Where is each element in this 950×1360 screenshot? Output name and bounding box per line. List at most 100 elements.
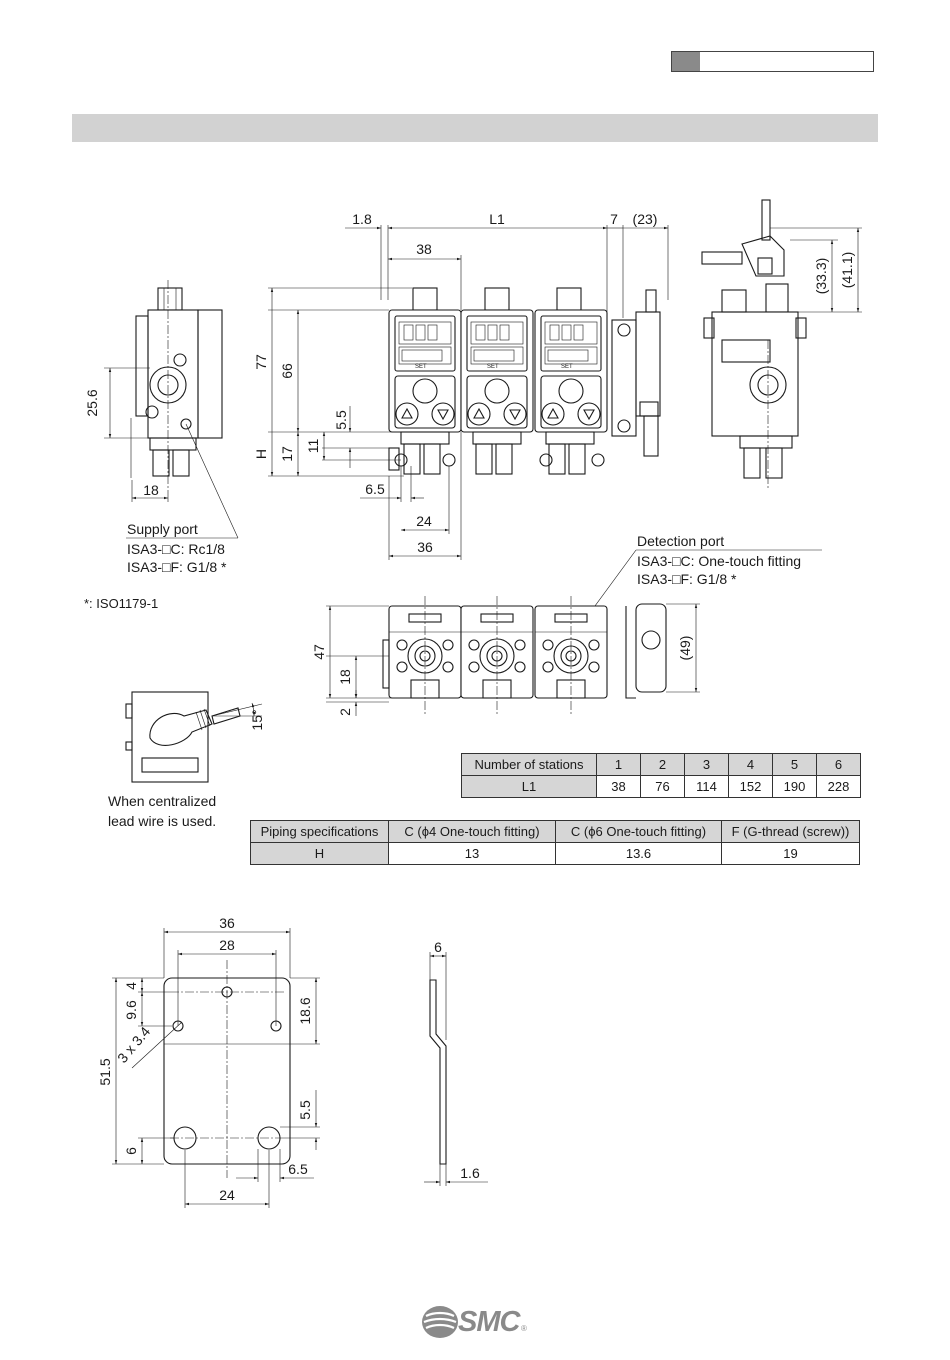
logo-registered-mark: ® [521,1324,527,1333]
table-header-cell: F (G-thread (screw)) [721,820,860,843]
table-cell: 228 [816,775,861,798]
left-view-dimensions: 25.6 18 [84,367,239,539]
dim-7: 7 [610,211,618,227]
table-header-cell: C (ϕ4 One-touch fitting) [388,820,556,843]
dim-4: 4 [123,982,139,990]
section-title-band [72,114,878,142]
right-side-view [701,199,807,490]
dim-24-bracket: 24 [219,1187,235,1203]
table-header-cell: 3 [684,753,729,776]
table-header-cell: Number of stations [461,753,597,776]
dim-51-5: 51.5 [97,1058,113,1085]
piping-table: Piping specifications C (ϕ4 One-touch fi… [250,820,860,865]
dim-side-6: 6 [434,939,442,955]
table-header-cell: 4 [728,753,773,776]
dim-47: 47 [311,644,327,660]
table-row: Number of stations 1 2 3 4 5 6 [461,753,861,776]
dim-18-left: 18 [143,482,159,498]
panel-set-3: SET [561,364,573,370]
table-cell: 19 [721,842,860,865]
dim-36-bracket: 36 [219,915,235,931]
dim-66: 66 [279,363,295,379]
dim-side-1-6: 1.6 [460,1165,480,1181]
dim-23: (23) [633,211,658,227]
header-tag [671,51,874,72]
dim-25-6: 25.6 [84,389,100,416]
table-cell: 152 [728,775,773,798]
dim-77: 77 [253,354,269,370]
table-row: Piping specifications C (ϕ4 One-touch fi… [250,820,860,843]
bottom-view [382,596,667,716]
panel-set-2: SET [487,364,499,370]
dim-6-5-bracket: 6.5 [288,1161,308,1177]
table-row-label: H [250,842,389,865]
table-cell: 114 [684,775,729,798]
table-cell: 190 [772,775,817,798]
dim-38: 38 [416,241,432,257]
supply-port-line2: ISA3-□F: G1/8 * [127,559,227,575]
table-cell: 13 [388,842,556,865]
left-side-view [130,280,223,490]
detection-port-line2: ISA3-□F: G1/8 * [637,571,737,587]
table-header-cell: 5 [772,753,817,776]
front-view-dimensions: 1.8 L1 7 (23) 38 77 66 17 H 11 5.5 6.5 [253,211,669,560]
dim-5-5-bracket: 5.5 [297,1100,313,1120]
dim-28: 28 [219,937,235,953]
table-row-label: L1 [461,775,597,798]
dim-H: H [253,449,269,459]
dim-18-6: 18.6 [297,997,313,1024]
bracket-side-view: 6 1.6 [424,939,488,1186]
panel-set-1: SET [415,364,427,370]
dim-5-5: 5.5 [333,410,349,430]
dim-41-1: (41.1) [839,252,855,289]
table-header-cell: Piping specifications [250,820,389,843]
smc-logo-mark [422,1306,458,1338]
detection-port-callout: Detection port ISA3-□C: One-touch fittin… [569,533,822,641]
table-cell: 38 [596,775,641,798]
front-view: SET SET SET [388,287,661,475]
stations-table: Number of stations 1 2 3 4 5 6 L1 38 76 … [461,753,861,798]
station-3 [534,287,608,475]
table-cell: 76 [640,775,685,798]
dim-2: 2 [337,708,353,716]
dim-1-8: 1.8 [352,211,372,227]
dim-6-left: 6 [123,1147,139,1155]
table-header-cell: 6 [816,753,861,776]
dim-11: 11 [305,439,321,454]
dim-9-6: 9.6 [123,1000,139,1020]
dim-6-5: 6.5 [365,481,385,497]
supply-port-line1: ISA3-□C: Rc1/8 [127,541,225,557]
bottom-view-dimensions: 47 18 2 (49) [311,603,700,716]
dim-15-deg: 15° [249,709,265,730]
logo-text: SMC [458,1306,520,1338]
station-1 [388,287,462,475]
footnote: *: ISO1179-1 [84,596,158,611]
bracket-plan-view [163,960,291,1178]
detection-port-line1: ISA3-□C: One-touch fitting [637,553,801,569]
supply-port-callout: Supply port ISA3-□C: Rc1/8 ISA3-□F: G1/8… [126,521,238,575]
table-cell: 13.6 [555,842,722,865]
dim-17: 17 [279,446,295,462]
header-tag-marker [672,52,700,71]
dim-36: 36 [417,539,433,555]
table-header-cell: 2 [640,753,685,776]
detection-port-title: Detection port [637,533,724,549]
table-row: L1 38 76 114 152 190 228 [461,775,861,798]
table-row: H 13 13.6 19 [250,842,860,865]
right-view-dimensions: (33.3) (41.1) [770,227,862,313]
table-header-cell: 1 [596,753,641,776]
centralized-caption-line2: lead wire is used. [108,813,216,829]
smc-logo: SMC ® [420,1302,530,1342]
dim-24: 24 [416,513,432,529]
dim-L1: L1 [489,211,505,227]
station-2 [460,287,534,475]
dim-18-bottom: 18 [337,669,353,685]
dim-33-3: (33.3) [813,258,829,295]
centralized-caption-line1: When centralized [108,793,216,809]
centralized-lead-view: 15° [125,691,265,783]
dim-49: (49) [677,636,693,661]
supply-port-title: Supply port [127,521,198,537]
dim-3x3-4: 3 x 3.4 [114,1023,153,1066]
table-header-cell: C (ϕ6 One-touch fitting) [555,820,722,843]
